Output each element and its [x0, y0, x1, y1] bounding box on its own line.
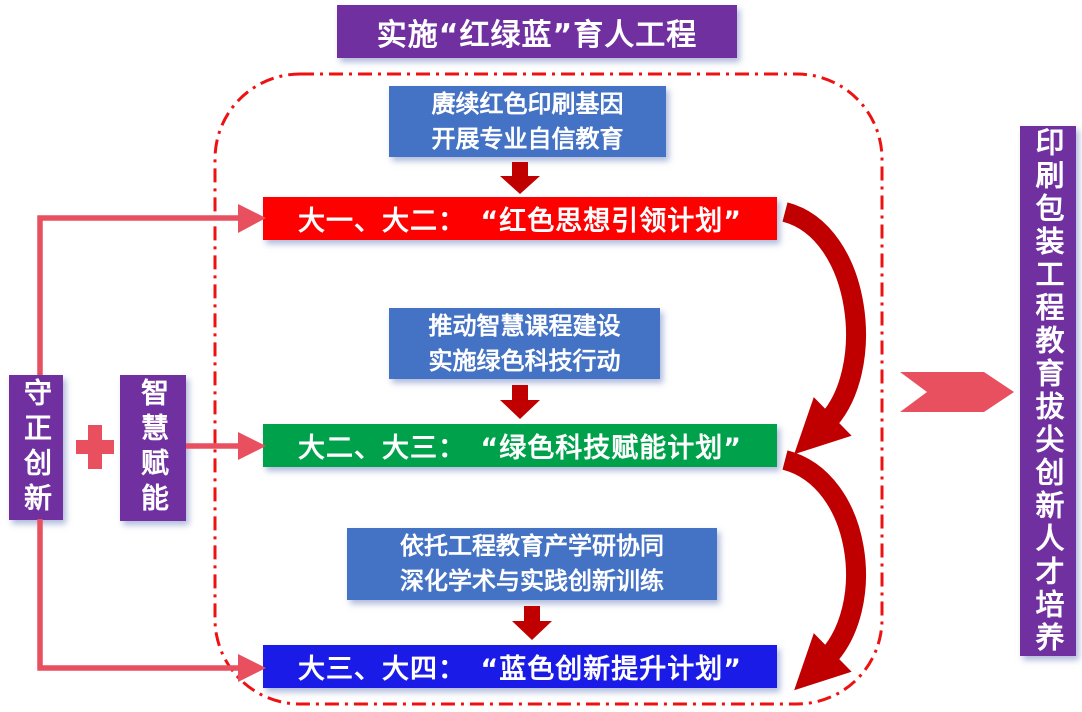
- principle-box: 守正创新: [9, 375, 63, 520]
- note-box-green-stage: 推动智慧课程建设 实施绿色科技行动: [389, 308, 660, 379]
- program-frame-dashed-border: [213, 72, 884, 706]
- curved-arrow-green-to-blue-icon: [781, 450, 866, 691]
- plan-bar-green: 大二、大三： “绿色科技赋能计划”: [263, 424, 777, 467]
- down-arrow-icon: [512, 606, 552, 640]
- curved-arrow-red-to-green-icon: [781, 202, 866, 455]
- note-box-blue-stage: 依托工程教育产学研协同 深化学术与实践创新训练: [347, 528, 717, 600]
- outcome-banner: 印刷包装工程教育拔尖创新人才培养: [1020, 126, 1076, 656]
- down-arrow-icon: [500, 162, 540, 194]
- page-title: 实施“红绿蓝”育人工程: [337, 5, 737, 58]
- connector-line-bottom: [37, 519, 240, 671]
- connector-arrowhead-top-icon: [238, 204, 266, 233]
- plan-bar-red: 大一、大二： “红色思想引领计划”: [263, 197, 777, 240]
- note-box-red-stage: 赓续红色印刷基因 开展专业自信教育: [389, 86, 666, 157]
- connector-arrowhead-bottom-icon: [238, 654, 266, 682]
- enabler-box: 智慧赋能: [120, 375, 186, 521]
- plus-icon: [76, 425, 114, 469]
- plan-bar-blue: 大三、大四： “蓝色创新提升计划”: [263, 645, 777, 688]
- chevron-right-arrow-icon: [900, 372, 1014, 412]
- down-arrow-icon: [500, 385, 540, 419]
- connector-arrowhead-middle-icon: [238, 432, 266, 460]
- connector-line-top: [37, 215, 240, 375]
